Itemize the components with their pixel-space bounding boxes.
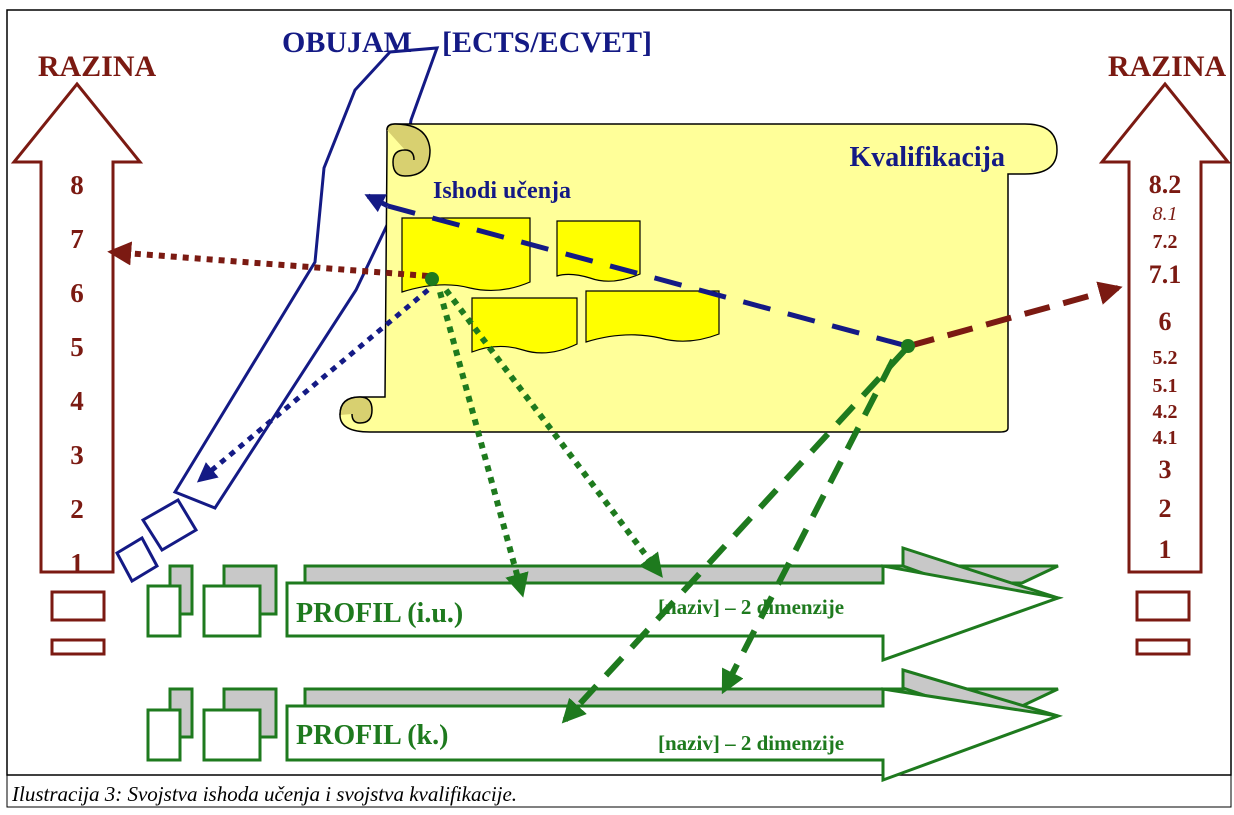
scroll-title: Kvalifikacija (849, 142, 1005, 173)
profile-1-note: [naziv] – 2 dimenzije (658, 595, 844, 619)
scroll-top-curl (386, 123, 431, 177)
scroll-subtitle: Ishodi učenja (433, 178, 571, 204)
left-level-labels: 8 7 6 5 4 3 2 1 (70, 170, 84, 578)
caption-frame (6, 774, 1232, 808)
outcome-to-volume-dotted (196, 288, 430, 483)
left-scale-title: RAZINA (38, 50, 157, 83)
right-level-label: 8.2 (1149, 170, 1182, 199)
qualification-scroll: Kvalifikacija Ishodi učenja (339, 123, 1058, 433)
right-level-label: 6 (1159, 307, 1172, 336)
left-level-label: 8 (70, 170, 84, 200)
left-level-label: 6 (70, 278, 84, 308)
connectors (107, 193, 1123, 724)
qualification-node (901, 339, 915, 353)
outcome-card-4 (585, 290, 720, 343)
right-level-label: 2 (1159, 494, 1172, 523)
left-level-label: 1 (70, 548, 84, 578)
profile-1-box-b (202, 584, 262, 638)
left-level-scale: RAZINA 8 7 6 5 4 3 2 1 (10, 50, 157, 656)
outcome-card-1 (401, 217, 531, 293)
volume-arrow (172, 46, 440, 510)
profile-1-box-a (146, 584, 182, 638)
left-level-arrow (10, 81, 144, 574)
right-level-labels: 8.2 8.1 7.2 7.1 6 5.2 5.1 4.2 4.1 3 2 1 (1149, 170, 1182, 564)
volume-block-2 (115, 535, 159, 584)
left-level-label: 4 (70, 386, 84, 416)
profile-arrow-body-1 (285, 564, 1064, 663)
volume-label: OBUJAM [ECTS/ECVET] (282, 26, 652, 59)
left-level-label: 5 (70, 332, 84, 362)
right-scale-title: RAZINA (1108, 50, 1227, 83)
left-level-label: 7 (70, 224, 84, 254)
profile-2-box-b (202, 708, 262, 762)
outcome-card-3 (471, 297, 578, 354)
profile-arrow-body-2 (285, 687, 1059, 783)
profile-arrow-1: PROFIL (i.u.) [naziv] – 2 dimenzije (146, 545, 1064, 663)
outcome-to-left-level-arrow (107, 241, 429, 279)
left-level-block-2 (50, 638, 106, 656)
qualification-to-profile-dashed-2 (721, 358, 896, 695)
profile-2-box-a (146, 708, 182, 762)
right-level-label: 5.1 (1153, 375, 1178, 397)
right-level-label: 5.2 (1153, 347, 1178, 369)
figure-caption: Ilustracija 3: Svojstva ishoda učenja i … (11, 782, 517, 806)
qualification-to-profile-dashed-1 (561, 347, 908, 724)
outcome-node (425, 272, 439, 286)
right-level-block-2 (1135, 638, 1191, 656)
left-level-label: 2 (70, 494, 84, 524)
right-level-label: 8.1 (1153, 203, 1178, 225)
right-level-scale: RAZINA 8.2 8.1 7.2 7.1 6 5.2 5.1 4.2 4.1 3 2 1 (1098, 50, 1232, 656)
right-level-label: 4.1 (1153, 427, 1178, 449)
right-level-label: 4.2 (1153, 401, 1178, 423)
right-level-label: 7.1 (1149, 260, 1182, 289)
profile-2-note: [naziv] – 2 dimenzije (658, 731, 844, 755)
left-level-block-1 (50, 590, 106, 622)
right-level-label: 7.2 (1153, 231, 1178, 253)
profile-arrow-2: PROFIL (k.) [naziv] – 2 dimenzije (146, 667, 1063, 783)
right-level-label: 1 (1159, 535, 1172, 564)
volume-block-1 (140, 497, 199, 553)
volume-arrow-group: OBUJAM [ECTS/ECVET] (115, 26, 652, 584)
profile-2-label: PROFIL (k.) (296, 720, 448, 751)
right-level-label: 3 (1159, 455, 1172, 484)
profile-1-label: PROFIL (i.u.) (296, 598, 463, 629)
scroll-bottom-curl (339, 396, 373, 424)
profile-band-1 (303, 564, 1059, 585)
outcome-to-volume-arrow (364, 193, 390, 213)
qualification-to-right-level-arrow (908, 281, 1123, 349)
right-level-block-1 (1135, 590, 1191, 622)
outcome-to-profile-dotted-1 (437, 291, 529, 598)
right-level-arrow (1098, 81, 1232, 574)
left-level-label: 3 (70, 440, 84, 470)
